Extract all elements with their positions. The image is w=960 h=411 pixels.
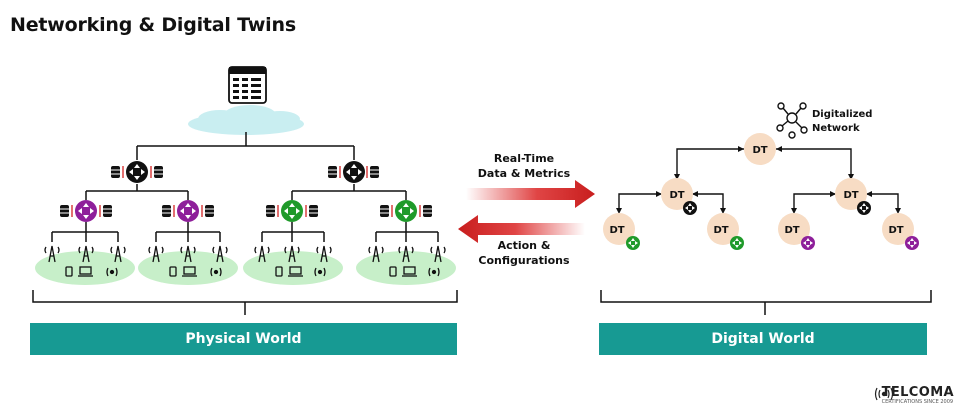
realtime-label: Real-Time Data & Metrics xyxy=(477,152,571,180)
page-title: Networking & Digital Twins xyxy=(10,14,296,36)
dt-label: DT xyxy=(752,145,767,156)
dt-label: DT xyxy=(669,190,684,201)
dt-label: DT xyxy=(843,190,858,201)
physical-tree-lines xyxy=(51,132,439,242)
core-router-right-icon xyxy=(343,161,365,183)
action-arrow-icon xyxy=(458,215,585,243)
dt-node-right: DT xyxy=(835,178,871,215)
edge-router-3-icon xyxy=(281,200,303,222)
database-icons xyxy=(60,166,432,217)
dt-label: DT xyxy=(888,225,903,236)
digitalized-network-label: Digitalized Network xyxy=(812,109,873,134)
access-devices xyxy=(44,245,446,277)
digital-arrowheads xyxy=(616,146,901,214)
physical-world-band: Physical World xyxy=(30,323,457,355)
action-label: Action & Configurations xyxy=(478,239,570,267)
core-router-left-icon xyxy=(126,161,148,183)
dt-label: DT xyxy=(784,225,799,236)
realtime-arrow-icon xyxy=(466,180,595,208)
dt-label: DT xyxy=(713,225,728,236)
access-islands xyxy=(35,251,456,285)
digital-bracket xyxy=(600,290,932,315)
dt-leaf-3: DT xyxy=(778,213,815,250)
digital-world-band: Digital World xyxy=(599,323,927,355)
physical-bracket xyxy=(32,290,458,315)
brand: TELCOMA CERTIFICATIONS SINCE 2009 xyxy=(860,386,954,405)
network-graph-icon xyxy=(776,102,808,139)
dt-label: DT xyxy=(609,225,624,236)
brand-subtitle: CERTIFICATIONS SINCE 2009 xyxy=(881,399,954,405)
edge-router-1-icon xyxy=(75,200,97,222)
dt-leaf-4: DT xyxy=(882,213,919,250)
dt-node-left: DT xyxy=(661,178,697,215)
dt-node-root: DT xyxy=(744,133,776,165)
edge-router-4-icon xyxy=(395,200,417,222)
brand-name: TELCOMA xyxy=(881,385,954,400)
dt-leaf-2: DT xyxy=(707,213,744,250)
badge-router-glyphs xyxy=(628,203,917,248)
edge-router-2-icon xyxy=(177,200,199,222)
telcoma-logo-icon xyxy=(874,387,894,401)
digital-tree-lines xyxy=(618,148,899,210)
server-icon xyxy=(228,66,267,104)
cloud-icon xyxy=(188,105,304,135)
dt-leaf-1: DT xyxy=(603,213,640,250)
